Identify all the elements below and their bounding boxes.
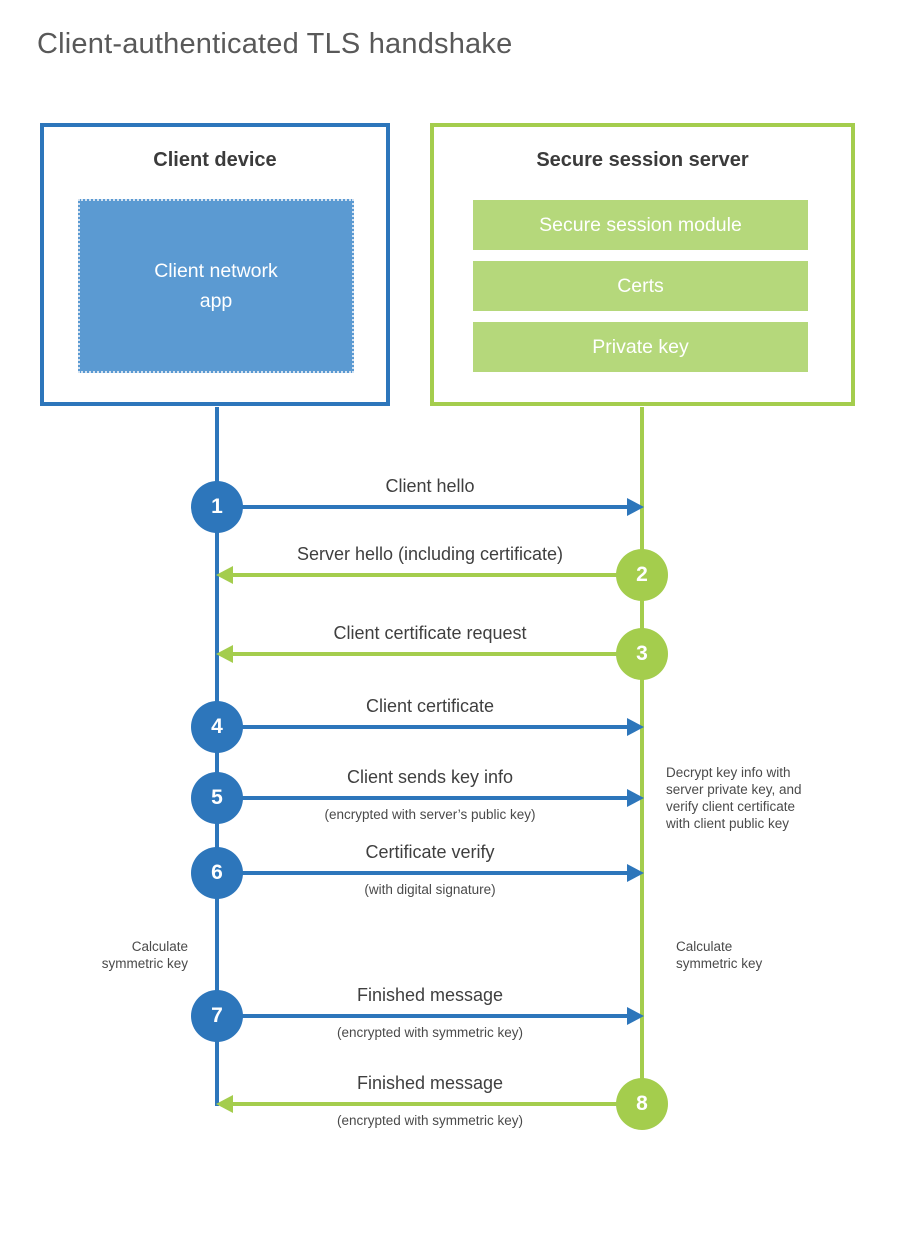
step-4-arrow-line [217, 725, 629, 729]
server-calculate-note: Calculate symmetric key [676, 939, 763, 971]
step-4-number: 4 [211, 715, 223, 738]
step-8-label: Finished message [356, 1073, 504, 1093]
step-3-arrowhead-icon [216, 645, 233, 663]
step-6-number: 6 [211, 861, 223, 884]
step-6-sublabel: (with digital signature) [364, 882, 496, 897]
step-2-arrow-line [230, 573, 642, 577]
step-2-badge: 2 [616, 549, 668, 601]
step-4-arrowhead-icon [627, 718, 644, 736]
client-network-app-box: Client network app [78, 199, 354, 373]
secure-session-server-title: Secure session server [536, 149, 749, 171]
step-7-number: 7 [211, 1004, 223, 1027]
step-5-sublabel: (encrypted with server’s public key) [324, 807, 536, 822]
step-1-number: 1 [211, 495, 223, 518]
client-network-app-label: Client network app [154, 259, 278, 312]
step-2-arrowhead-icon [216, 566, 233, 584]
step-7-arrowhead-icon [627, 1007, 644, 1025]
client-lifeline [215, 407, 219, 1106]
step-6-label: Certificate verify [365, 842, 495, 862]
step-8-number: 8 [636, 1092, 648, 1115]
step-6-arrow-line [217, 871, 629, 875]
step-8-sublabel: (encrypted with symmetric key) [336, 1113, 524, 1128]
step-5-badge: 5 [191, 772, 243, 824]
step-7-label: Finished message [356, 985, 504, 1005]
step-6-arrowhead-icon [627, 864, 644, 882]
step-1-arrow-line [217, 505, 629, 509]
step-7-arrow-line [217, 1014, 629, 1018]
step-6-badge: 6 [191, 847, 243, 899]
step-5-arrowhead-icon [627, 789, 644, 807]
step-7-sublabel: (encrypted with symmetric key) [336, 1025, 524, 1040]
server-lifeline [640, 407, 644, 1104]
server-decrypt-note: Decrypt key info with server private key… [666, 765, 802, 831]
step-7-badge: 7 [191, 990, 243, 1042]
step-1-arrowhead-icon [627, 498, 644, 516]
step-4-label: Client certificate [365, 696, 495, 716]
module-private-key: Private key [473, 322, 808, 372]
step-1-badge: 1 [191, 481, 243, 533]
step-8-arrow-line [230, 1102, 642, 1106]
step-5-label: Client sends key info [346, 767, 514, 787]
client-calculate-note: Calculate symmetric key [101, 939, 188, 971]
page-title: Client-authenticated TLS handshake [37, 28, 513, 60]
step-3-label: Client certificate request [333, 623, 527, 643]
step-1-label: Client hello [385, 476, 475, 496]
step-3-badge: 3 [616, 628, 668, 680]
step-2-label: Server hello (including certificate) [296, 544, 564, 564]
step-8-arrowhead-icon [216, 1095, 233, 1113]
step-3-number: 3 [636, 642, 648, 665]
step-2-number: 2 [636, 563, 648, 586]
step-3-arrow-line [230, 652, 642, 656]
module-certs: Certs [473, 261, 808, 311]
step-5-arrow-line [217, 796, 629, 800]
step-8-badge: 8 [616, 1078, 668, 1130]
client-device-title: Client device [153, 149, 277, 171]
step-4-badge: 4 [191, 701, 243, 753]
step-5-number: 5 [211, 786, 223, 809]
module-secure-session: Secure session module [473, 200, 808, 250]
